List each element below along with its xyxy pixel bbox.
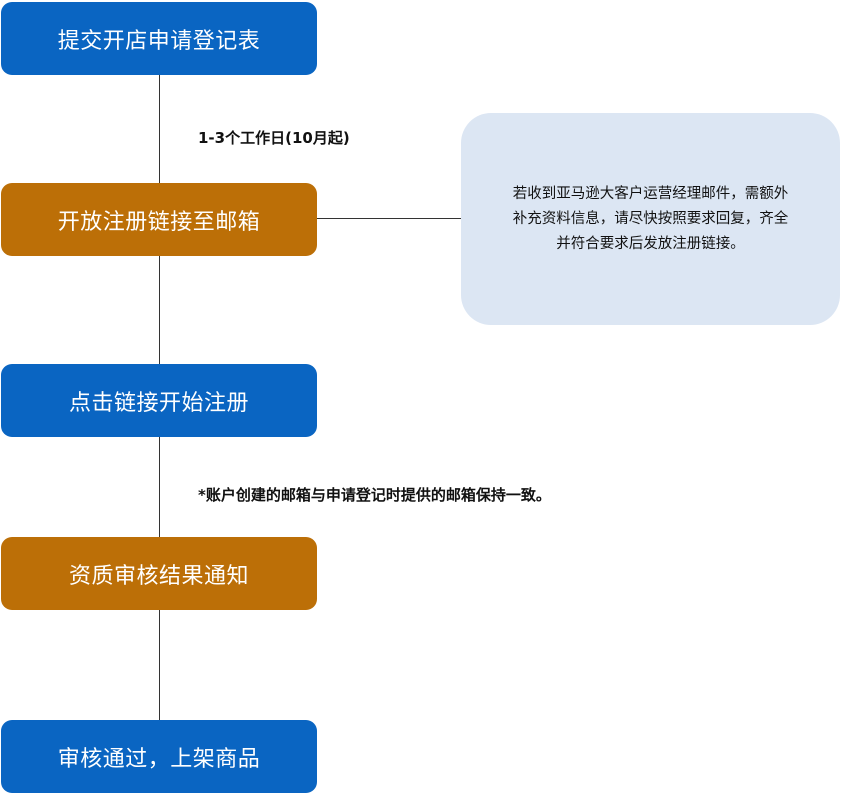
step-label: 审核通过，上架商品	[57, 746, 261, 772]
side-note-line: 并符合要求后发放注册链接。	[556, 235, 745, 252]
email-consistency-annotation: *账户创建的邮箱与申请登记时提供的邮箱保持一致。	[198, 486, 551, 504]
connector-step4-step5	[159, 609, 160, 721]
connector-step2-step3	[159, 255, 160, 365]
connector-step3-step4	[159, 436, 160, 538]
step-label: 点击链接开始注册	[68, 390, 249, 416]
step-submit-application: 提交开店申请登记表	[1, 2, 317, 75]
side-note-line: 若收到亚马逊大客户运营经理邮件，需额外	[512, 185, 789, 202]
duration-annotation: 1-3个工作日(10月起)	[198, 129, 350, 147]
step-label: 开放注册链接至邮箱	[57, 209, 261, 235]
side-note-line: 补充资料信息，请尽快按照要求回复，齐全	[512, 210, 789, 227]
side-note-box: 若收到亚马逊大客户运营经理邮件，需额外 补充资料信息，请尽快按照要求回复，齐全 …	[461, 113, 840, 325]
step-qualification-review-result: 资质审核结果通知	[1, 537, 317, 610]
connector-step2-note	[317, 218, 461, 219]
connector-step1-step2	[159, 74, 160, 184]
step-label: 提交开店申请登记表	[57, 28, 261, 54]
step-registration-link-sent: 开放注册链接至邮箱	[1, 183, 317, 256]
step-click-link-register: 点击链接开始注册	[1, 364, 317, 437]
step-approved-list-products: 审核通过，上架商品	[1, 720, 317, 793]
side-note-text: 若收到亚马逊大客户运营经理邮件，需额外 补充资料信息，请尽快按照要求回复，齐全 …	[513, 182, 789, 257]
step-label: 资质审核结果通知	[68, 563, 249, 589]
